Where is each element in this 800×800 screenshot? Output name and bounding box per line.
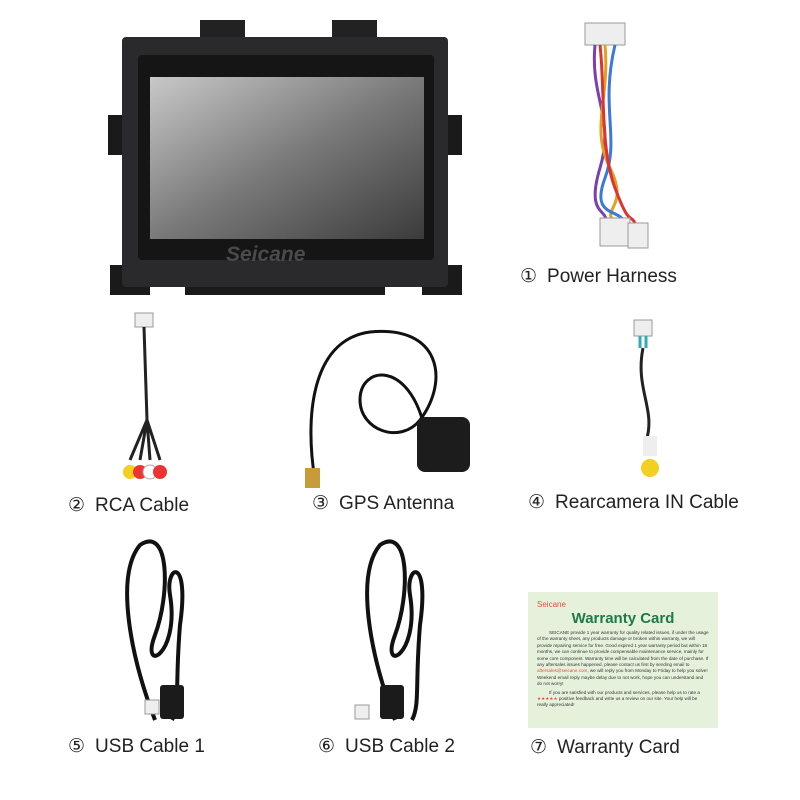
rating-stars: ★★★★★: [537, 696, 558, 702]
card-brand: Seicane: [537, 600, 566, 609]
gps-antenna-image: [305, 329, 470, 488]
head-unit-image: [108, 20, 462, 295]
usb-cable-1-image: [125, 539, 185, 721]
usb-cable-2-image: [354, 539, 425, 721]
rca-cable-image: [123, 312, 167, 480]
card-paragraph1a: SEICANE provide 1 year warranty for qual…: [537, 630, 709, 668]
rearcamera-cable-image: [633, 319, 659, 477]
card-paragraph2a: If you are satisfied with our products a…: [549, 689, 700, 695]
seicane-logo: Seicane: [226, 243, 306, 266]
card-email: aftersales@seicane.com: [537, 668, 588, 674]
card-paragraph1b: , we will reply you from Monday to Frida…: [537, 668, 708, 687]
power-harness-image: [584, 22, 649, 249]
warranty-card: Seicane Warranty Card SEICANE provide 1 …: [528, 592, 718, 728]
card-paragraph2b: positive feedback and write us a review …: [537, 696, 698, 708]
card-title: Warranty Card: [571, 610, 675, 627]
card-body: SEICANE provide 1 year warranty for qual…: [537, 630, 709, 711]
